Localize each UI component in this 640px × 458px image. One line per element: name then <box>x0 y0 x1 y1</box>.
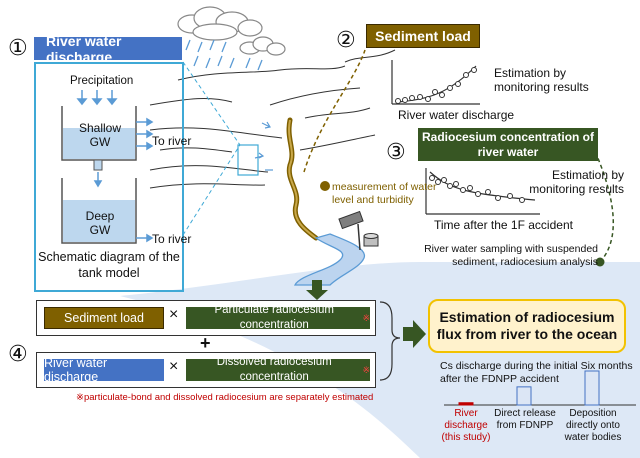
cloud-icon <box>177 6 263 41</box>
tank-model-panel <box>34 62 184 292</box>
formula-footnote: ※particulate-bond and dissolved radioces… <box>76 392 374 403</box>
deep-gw-label: Deep GW <box>85 209 115 237</box>
asterisk-1: ※ <box>362 312 370 323</box>
times-sign-1: × <box>169 306 179 323</box>
right-arrow-icon <box>403 320 426 348</box>
measurement-dot <box>320 181 330 191</box>
formula-particulate-concentration-text: Particulate radiocesium concentration <box>214 304 334 331</box>
radiocesium-chart-xlabel: Time after the 1F accident <box>434 218 573 232</box>
shallow-gw-label: Shallow GW <box>78 121 122 149</box>
zoom-box <box>237 144 259 176</box>
monitoring-station-icon <box>338 210 379 251</box>
formula-particulate-concentration: Particulate radiocesium concentration ※ <box>186 304 370 331</box>
bar-caption: Cs discharge during the initial Six mont… <box>440 360 633 385</box>
tank-model-caption: Schematic diagram of the tank model <box>38 250 180 280</box>
times-sign-2: × <box>169 358 179 375</box>
cloud-icon <box>239 36 286 56</box>
formula-dissolved-concentration: Dissolved radiocesium concentration ※ <box>186 356 370 383</box>
to-river-label-1: To river <box>152 134 192 148</box>
bar-label-direct: Direct release from FDNPP <box>494 408 556 431</box>
result-box: Estimation of radiocesium flux from rive… <box>428 299 626 353</box>
step-number-4: ④ <box>8 342 28 367</box>
radiocesium-estimation-note: Estimation by monitoring results <box>529 168 624 196</box>
link-line-sediment <box>303 49 366 173</box>
formula-dissolved-concentration-text: Dissolved radiocesium concentration <box>216 356 332 383</box>
measurement-label: measurement of water level and turbidity <box>332 181 437 206</box>
river-upstream-inner <box>288 119 317 239</box>
formula-river-discharge: River water discharge <box>44 356 164 384</box>
formula-bracket <box>379 301 401 381</box>
sampling-dot <box>595 257 605 267</box>
step-number-3: ③ <box>386 140 406 165</box>
river-water-discharge-title: River water discharge <box>34 33 182 65</box>
sediment-chart-xlabel: River water discharge <box>398 108 515 122</box>
river-upstream <box>286 117 319 241</box>
step-number-2: ② <box>336 28 356 53</box>
zoom-lines <box>182 61 241 236</box>
rain-icon <box>185 39 263 71</box>
sediment-load-title: Sediment load <box>366 24 480 48</box>
step-number-1: ① <box>8 36 28 61</box>
sediment-estimation-note: Estimation by monitoring results <box>494 66 589 94</box>
to-river-label-2: To river <box>152 232 192 246</box>
bar-label-river: River discharge (this study) <box>441 408 491 443</box>
sampling-label: River water sampling with suspended sedi… <box>424 243 598 268</box>
radiocesium-concentration-title: Radiocesium concentration of river water <box>418 128 598 161</box>
bar-label-deposition: Deposition directly onto water bodies <box>564 408 622 443</box>
down-arrow-icon <box>306 280 328 300</box>
river-downstream <box>293 233 365 286</box>
terrain-lines <box>149 49 396 189</box>
link-line-radiocesium <box>589 139 615 263</box>
asterisk-2: ※ <box>362 364 370 375</box>
formula-sediment-load: Sediment load <box>44 307 164 329</box>
flow-arrows <box>254 121 273 171</box>
plus-sign: + <box>200 333 211 353</box>
precipitation-label: Precipitation <box>70 75 134 87</box>
